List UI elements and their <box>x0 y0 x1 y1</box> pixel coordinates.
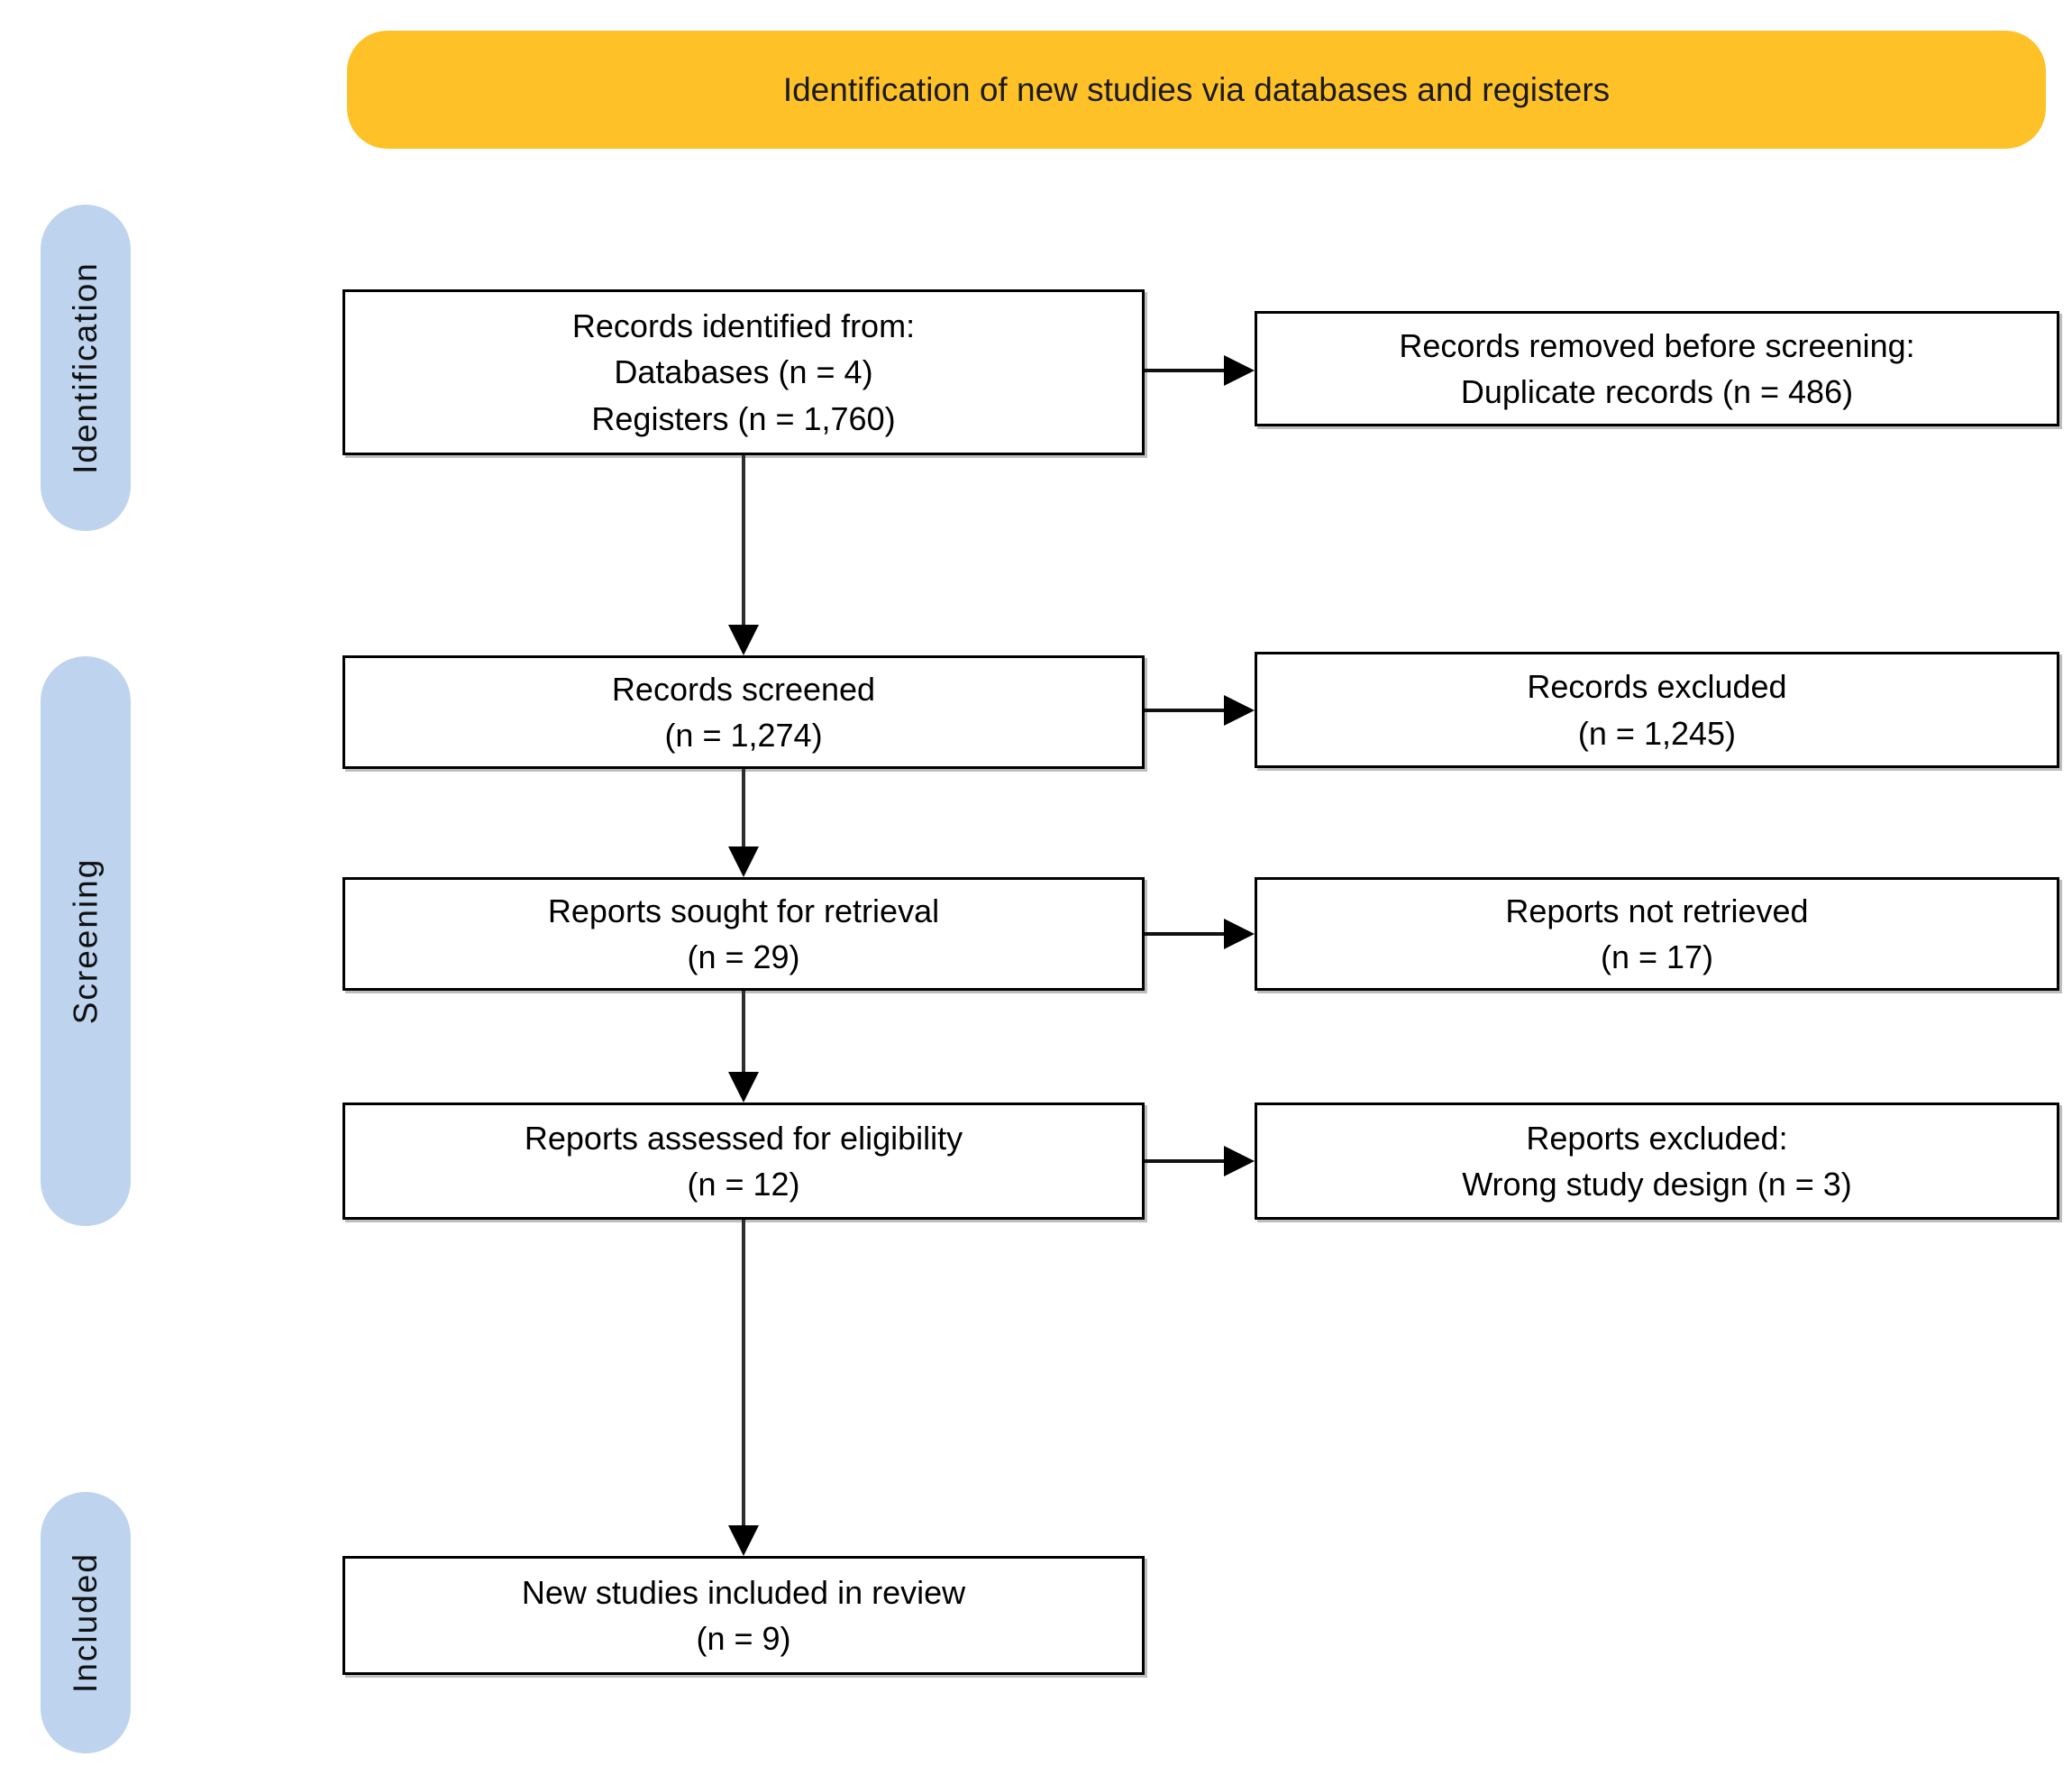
stage-label-included: Included <box>41 1492 131 1753</box>
box-reports-sought: Reports sought for retrieval (n = 29) <box>342 877 1145 991</box>
arrow-screened-to-excluded <box>1145 694 1255 727</box>
arrow-head <box>728 1072 759 1103</box>
arrow-shaft <box>1145 709 1229 712</box>
arrow-shaft <box>1145 369 1229 372</box>
arrow-identified-to-removed <box>1145 354 1255 387</box>
arrow-shaft <box>742 1220 745 1531</box>
arrow-head <box>1224 695 1255 726</box>
banner-title: Identification of new studies via databa… <box>782 70 1611 108</box>
arrow-assessed-to-included <box>727 1220 760 1556</box>
arrow-shaft <box>1145 1159 1229 1163</box>
box-reports-excluded: Reports excluded: Wrong study design (n … <box>1255 1103 2059 1220</box>
arrow-assessed-to-reports-excluded <box>1145 1145 1255 1177</box>
stage-label-identification: Identification <box>41 205 131 531</box>
box-records-screened: Records screened (n = 1,274) <box>342 655 1145 769</box>
box-new-studies-included: New studies included in review (n = 9) <box>342 1556 1145 1675</box>
arrow-head <box>728 625 759 655</box>
box-reports-assessed: Reports assessed for eligibility (n = 12… <box>342 1103 1145 1220</box>
arrow-shaft <box>742 991 745 1077</box>
arrow-head <box>728 846 759 877</box>
stage-label-screening: Screening <box>41 656 131 1226</box>
stage-label-included-text: Included <box>67 1552 105 1693</box>
arrow-identified-to-screened <box>727 455 760 655</box>
arrow-head <box>1224 1146 1255 1176</box>
stage-label-screening-text: Screening <box>67 857 105 1025</box>
arrow-shaft <box>1145 932 1229 936</box>
box-reports-not-retrieved: Reports not retrieved (n = 17) <box>1255 877 2059 991</box>
arrow-head <box>1224 919 1255 949</box>
arrow-screened-to-sought <box>727 769 760 877</box>
arrow-head <box>728 1525 759 1556</box>
header-banner: Identification of new studies via databa… <box>347 31 2046 149</box>
box-records-identified: Records identified from: Databases (n = … <box>342 289 1145 455</box>
arrow-shaft <box>742 455 745 630</box>
arrow-sought-to-not-retrieved <box>1145 918 1255 950</box>
box-records-excluded: Records excluded (n = 1,245) <box>1255 652 2059 768</box>
box-records-removed: Records removed before screening: Duplic… <box>1255 311 2059 426</box>
arrow-sought-to-assessed <box>727 991 760 1103</box>
stage-label-identification-text: Identification <box>67 261 104 474</box>
arrow-head <box>1224 355 1255 386</box>
arrow-shaft <box>742 769 745 852</box>
